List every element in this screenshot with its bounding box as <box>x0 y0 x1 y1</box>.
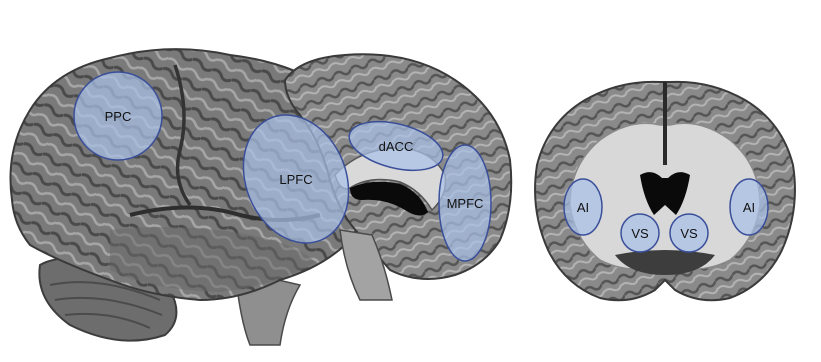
region-label: MPFC <box>447 196 484 211</box>
region-ppc: PPC <box>74 72 162 160</box>
region-label: AI <box>743 200 755 215</box>
region-vs-right: VS <box>670 214 708 252</box>
region-vs-left: VS <box>621 214 659 252</box>
region-label: LPFC <box>279 172 312 187</box>
region-label: PPC <box>105 109 132 124</box>
region-label: VS <box>680 226 698 241</box>
region-mpfc: MPFC <box>439 145 491 261</box>
region-ai-right: AI <box>730 179 768 235</box>
region-label: AI <box>577 200 589 215</box>
region-ai-left: AI <box>564 179 602 235</box>
region-label: VS <box>631 226 649 241</box>
region-label: dACC <box>379 139 414 154</box>
